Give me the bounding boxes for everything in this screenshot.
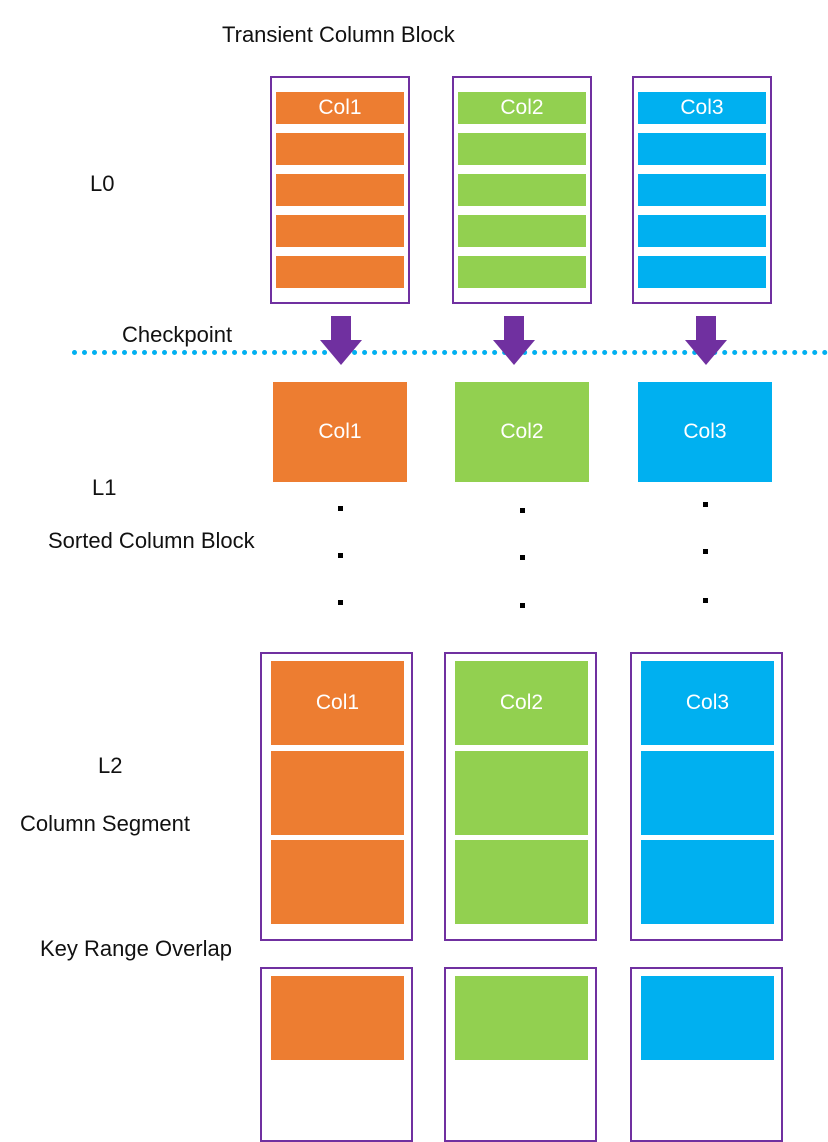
l0-col3-row: [638, 174, 766, 206]
l0-col3-row: [638, 256, 766, 288]
l0-col1-row: [276, 174, 404, 206]
checkpoint-line: [72, 350, 828, 355]
l2-col3-row: [641, 840, 774, 924]
l0-col1-header: Col1: [276, 92, 404, 124]
l2-col2-row: [455, 751, 588, 835]
l0-col1-row: [276, 133, 404, 165]
l0-col3-row: [638, 215, 766, 247]
down-arrow-icon: [320, 316, 362, 365]
l0-col3-block: Col3: [632, 76, 772, 304]
l2-col1-row: [271, 840, 404, 924]
l2-col1-segment: Col1: [260, 652, 413, 941]
down-arrow-icon: [493, 316, 535, 365]
l0-col2-row: [458, 215, 586, 247]
level-l2-label: L2: [98, 753, 123, 778]
l0-col1-row: [276, 256, 404, 288]
sorted-column-block-label: Sorted Column Block: [48, 528, 255, 553]
overlap-col2-segment: [444, 967, 597, 1142]
transient-column-block-title: Transient Column Block: [222, 22, 455, 47]
l0-col2-header: Col2: [458, 92, 586, 124]
l0-col3-row: [638, 133, 766, 165]
overlap-col3-segment: [630, 967, 783, 1142]
ellipsis-dot: [703, 549, 708, 554]
ellipsis-dot: [703, 502, 708, 507]
ellipsis-dot: [338, 506, 343, 511]
l2-col2-header: Col2: [455, 661, 588, 745]
ellipsis-dot: [520, 508, 525, 513]
l1-col2-block: Col2: [455, 382, 589, 482]
l2-col2-row: [455, 840, 588, 924]
level-l0-label: L0: [90, 171, 115, 196]
l2-col3-segment: Col3: [630, 652, 783, 941]
l2-col3-header: Col3: [641, 661, 774, 745]
down-arrow-icon: [685, 316, 727, 365]
l0-col1-row: [276, 215, 404, 247]
ellipsis-dot: [338, 600, 343, 605]
key-range-overlap-label: Key Range Overlap: [40, 936, 232, 961]
column-segment-label: Column Segment: [20, 811, 190, 836]
l1-col1-block: Col1: [273, 382, 407, 482]
ellipsis-dot: [520, 555, 525, 560]
l2-col1-header: Col1: [271, 661, 404, 745]
ellipsis-dot: [520, 603, 525, 608]
l2-col3-row: [641, 751, 774, 835]
overlap-col3-row: [641, 976, 774, 1060]
l1-col3-block: Col3: [638, 382, 772, 482]
l0-col2-row: [458, 256, 586, 288]
checkpoint-label: Checkpoint: [122, 322, 233, 347]
l2-col2-segment: Col2: [444, 652, 597, 941]
ellipsis-dot: [703, 598, 708, 603]
l0-col1-block: Col1: [270, 76, 410, 304]
ellipsis-dot: [338, 553, 343, 558]
l0-col2-row: [458, 174, 586, 206]
l2-col1-row: [271, 751, 404, 835]
overlap-col2-row: [455, 976, 588, 1060]
level-l1-label: L1: [92, 475, 117, 500]
l0-col3-header: Col3: [638, 92, 766, 124]
overlap-col1-row: [271, 976, 404, 1060]
l0-col2-row: [458, 133, 586, 165]
l0-col2-block: Col2: [452, 76, 592, 304]
overlap-col1-segment: [260, 967, 413, 1142]
